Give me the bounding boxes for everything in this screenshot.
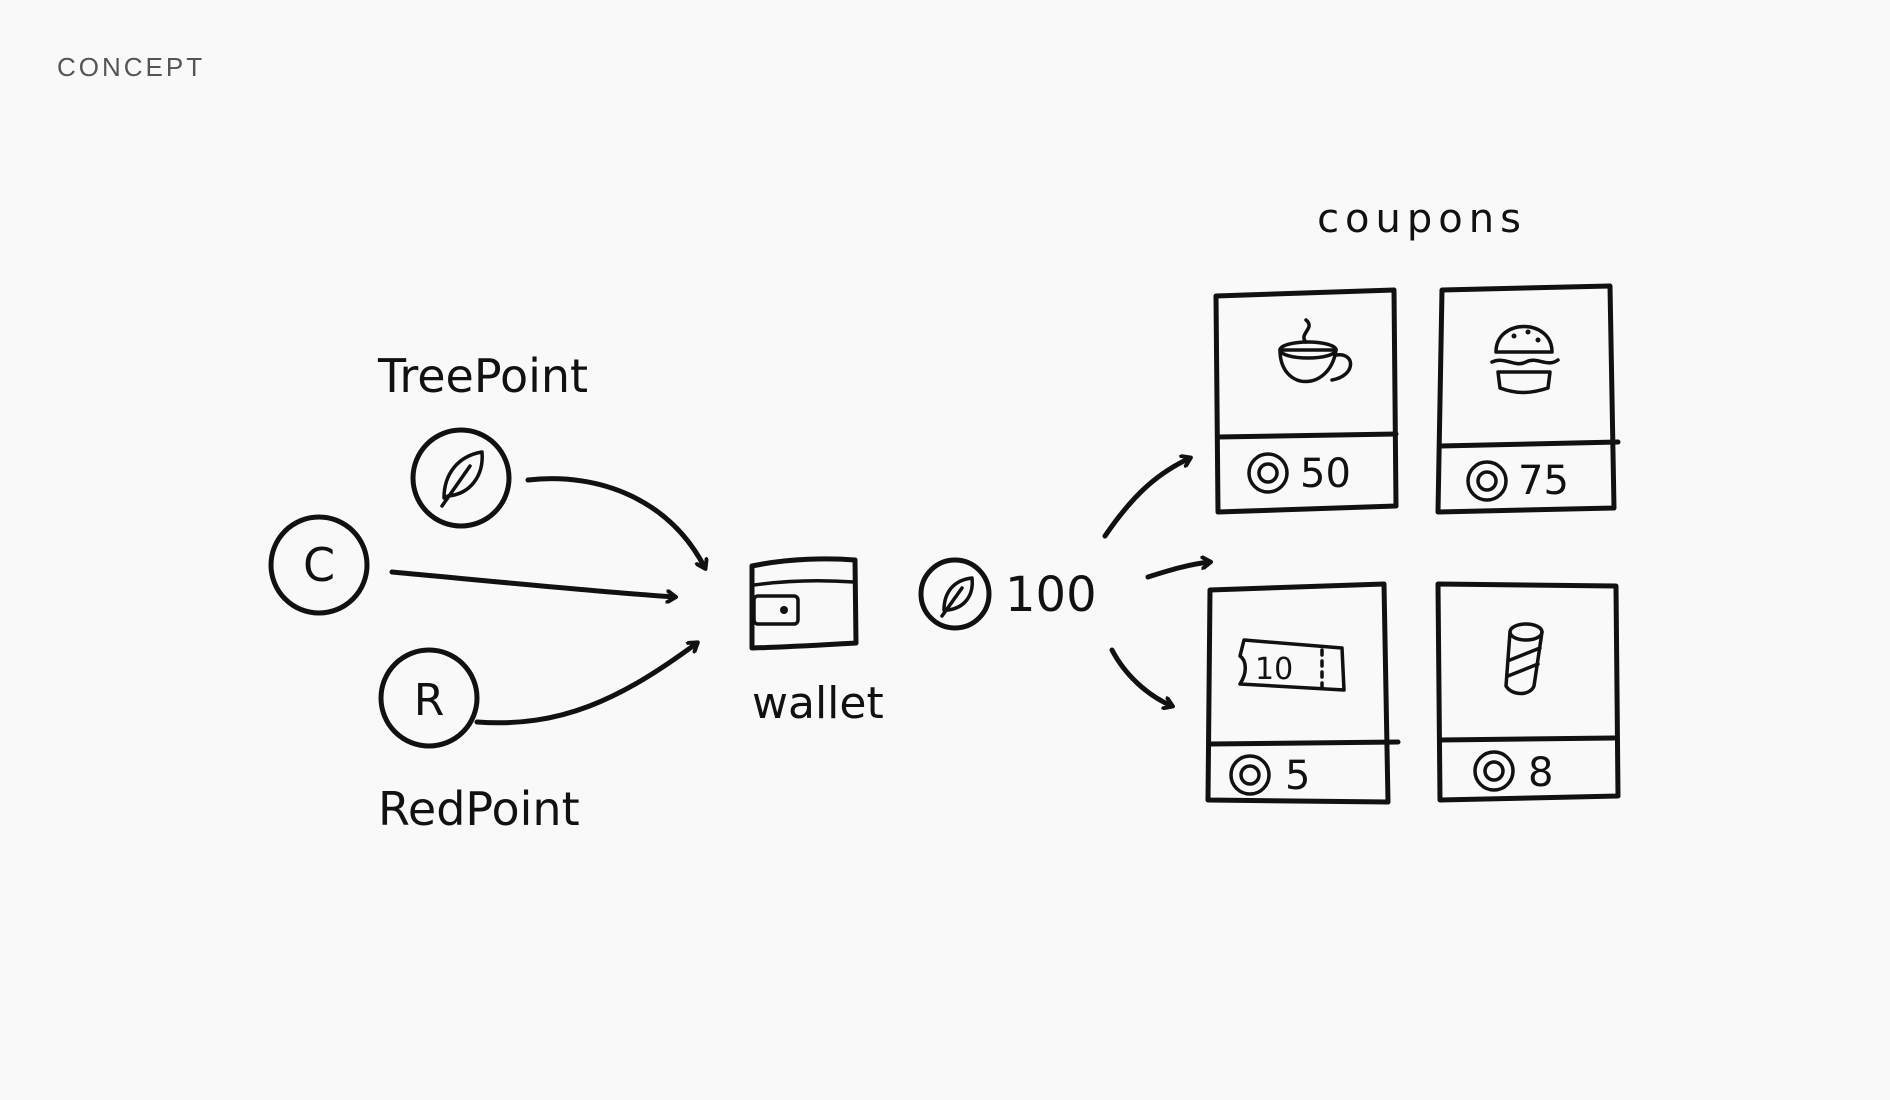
treepoint-label: TreePoint: [377, 349, 588, 403]
redpoint-node: R: [378, 647, 480, 749]
wallet-label: wallet: [752, 678, 884, 729]
burger-icon: [1490, 324, 1560, 395]
section-label: CONCEPT: [57, 52, 206, 82]
redpoint-label: RedPoint: [378, 782, 580, 836]
coupon-card: 8: [1435, 581, 1621, 803]
arrow-to-coupon-2: [1145, 562, 1210, 580]
coin-icon: [1247, 452, 1289, 494]
leaf-coin-icon: [918, 557, 992, 631]
coupon-card: 75: [1435, 283, 1621, 515]
arrow-redpoint-to-wallet: [474, 643, 697, 726]
arrow-to-coupon-3: [1109, 647, 1172, 706]
coin-icon: [1229, 754, 1271, 796]
leaf-icon: [440, 450, 484, 508]
c-node: C: [268, 514, 370, 616]
arrow-c-to-wallet: [389, 569, 675, 597]
ticket-text: 10: [1255, 652, 1293, 687]
arrow-to-coupon-1: [1102, 458, 1190, 539]
coffee-cup-icon: [1278, 318, 1353, 384]
drink-can-icon: [1504, 622, 1544, 696]
r-letter: R: [414, 675, 445, 726]
treepoint-node: [410, 427, 512, 529]
coin-icon: [1473, 750, 1515, 792]
c-letter: C: [303, 538, 335, 592]
coupon-card: 10 5: [1205, 581, 1401, 805]
wallet-icon: [749, 556, 859, 651]
coupon-card: 50: [1213, 287, 1399, 515]
arrow-treepoint-to-wallet: [525, 476, 705, 568]
coin-icon: [1466, 460, 1508, 502]
balance-value: 100: [1005, 567, 1097, 623]
ticket-icon: 10: [1238, 638, 1346, 692]
coupon-price: 50: [1300, 451, 1351, 497]
coupon-price: 5: [1285, 753, 1310, 799]
coupon-price: 8: [1528, 750, 1553, 796]
coupons-title: coupons: [1317, 196, 1527, 242]
coupon-price: 75: [1518, 458, 1569, 504]
